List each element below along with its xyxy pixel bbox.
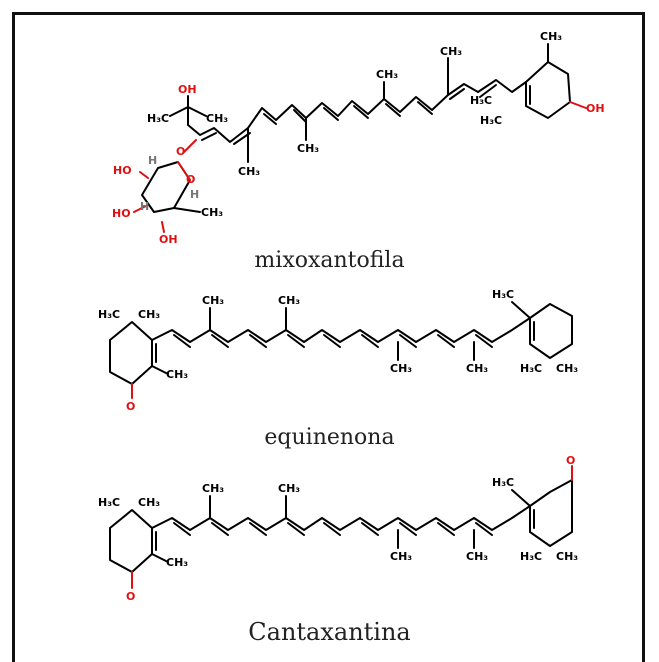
methyl-label: CH₃: [466, 550, 488, 563]
methyl-label: CH₃: [540, 30, 562, 43]
ketone-ring-right: [511, 465, 573, 547]
ketone-oxygen-label: O: [126, 590, 135, 603]
methyl-label: CH₃: [440, 45, 462, 58]
hydroxy-ring: [525, 43, 587, 119]
sugar-ring: [133, 139, 201, 233]
caption-mixoxantofila: mixoxantofila: [254, 248, 405, 273]
methyl-label: CH₃: [278, 482, 300, 495]
methyl-label: H₃C: [492, 288, 514, 301]
methyl-label: CH₃: [390, 362, 412, 375]
methyl-label: H₃C: [470, 94, 492, 107]
methyl-label: CH₃: [202, 294, 224, 307]
methyl-label: CH₃: [297, 142, 319, 155]
hydrogen-label: H: [190, 188, 199, 201]
methyl-label: H₃C: [480, 114, 502, 127]
hydroxyl-label: OH: [178, 83, 197, 96]
methyl-label: CH₃: [238, 165, 260, 178]
polyene-chain-equinenona: [151, 307, 531, 361]
methyl-label: CH₃: [390, 550, 412, 563]
hydroxyl-label: OH: [586, 102, 605, 115]
ring-oxygen-label: O: [176, 145, 185, 158]
ring-oxygen-label: O: [186, 173, 195, 186]
methyl-label: CH₃: [166, 556, 188, 569]
methyl-label: CH₃: [138, 496, 160, 509]
hydrogen-label: H: [140, 200, 149, 213]
methyl-label: CH₃: [376, 68, 398, 81]
methyl-label: H₃C: [520, 362, 542, 375]
hydroxyl-label: HO: [112, 207, 131, 220]
hydrogen-label: H: [148, 154, 157, 167]
polyene-chain-mixoxantofila: [169, 57, 527, 163]
methyl-label: CH₃: [206, 112, 228, 125]
methyl-label: CH₃: [166, 368, 188, 381]
methyl-label: H₃C: [98, 496, 120, 509]
methyl-label: H₃C: [98, 308, 120, 321]
methyl-label: CH₃: [202, 482, 224, 495]
caption-equinenona: equinenona: [264, 425, 395, 450]
methyl-label: CH₃: [556, 362, 578, 375]
figure-frame: [12, 12, 645, 662]
ketone-oxygen-label: O: [126, 400, 135, 413]
methyl-label: H₃C: [520, 550, 542, 563]
methyl-label: CH₃: [201, 206, 223, 219]
polyene-chain-cantaxantina: [151, 495, 531, 549]
ketone-ring-left: [109, 509, 169, 589]
hydroxyl-label: HO: [113, 164, 132, 177]
methyl-label: CH₃: [138, 308, 160, 321]
methyl-label: H₃C: [147, 112, 169, 125]
methyl-label: H₃C: [492, 476, 514, 489]
methyl-label: CH₃: [466, 362, 488, 375]
methyl-label: CH₃: [278, 294, 300, 307]
methyl-label: CH₃: [556, 550, 578, 563]
caption-cantaxantina: Cantaxantina: [248, 618, 411, 646]
end-ring-equinenona: [511, 301, 573, 359]
ketone-oxygen-label: O: [566, 454, 575, 467]
hydroxyl-label: OH: [159, 233, 178, 246]
